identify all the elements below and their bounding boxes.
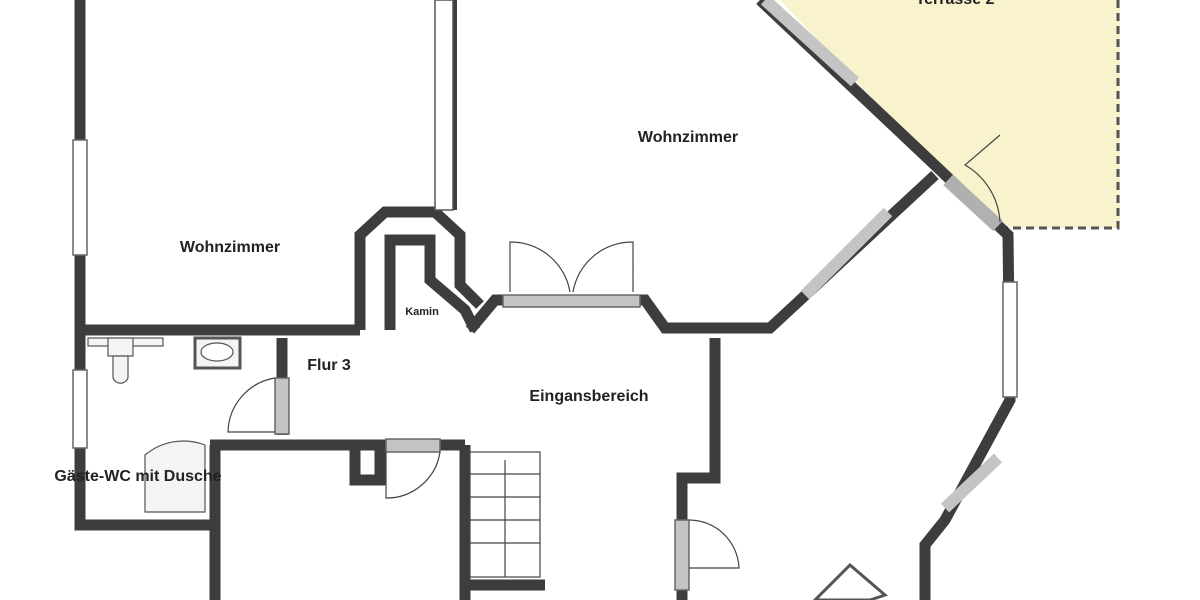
- door-swings: [227, 134, 1001, 569]
- windows: [72, 0, 1018, 591]
- room-label-fireplace: Kamin: [405, 306, 439, 318]
- stairs: [469, 451, 541, 578]
- sliding-door: [434, 0, 454, 211]
- room-label-terrace: Terrasse 2: [916, 0, 995, 9]
- terrace-edge: [1003, 0, 1120, 230]
- room-label-hall: Flur 3: [307, 357, 351, 374]
- room-label-entrance: Eingansbereich: [529, 388, 649, 405]
- room-label-guest-wc: Gäste-WC mit Dusche: [54, 468, 222, 485]
- room-label-living-right: Wohnzimmer: [637, 129, 739, 146]
- terrace-area: [780, 0, 1120, 228]
- room-label-living-left: Wohnzimmer: [179, 239, 281, 256]
- bathroom-fixtures: [87, 336, 888, 600]
